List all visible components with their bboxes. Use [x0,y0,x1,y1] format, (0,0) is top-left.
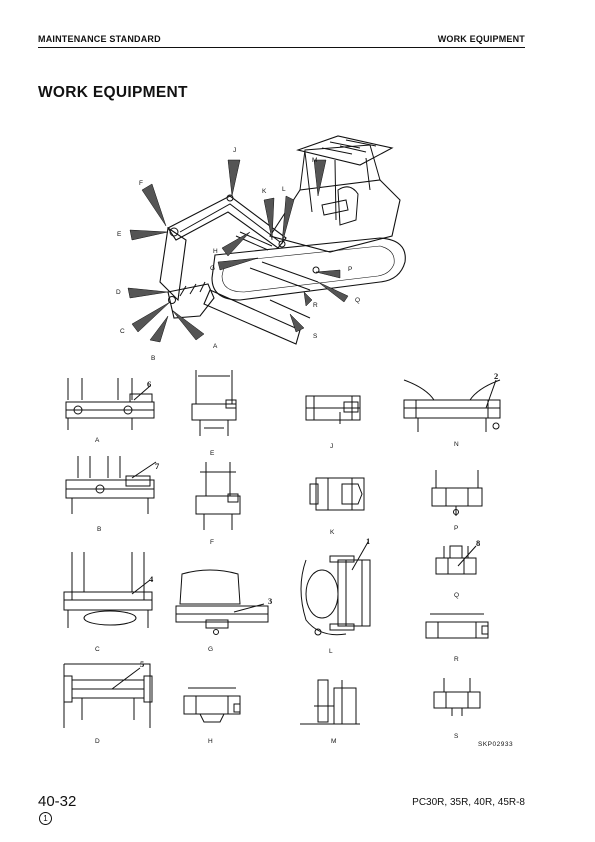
caption-f: F [210,539,214,546]
caption-h: H [208,738,213,745]
detail-drawing-m [300,679,360,725]
overview-label-p: P [348,266,352,273]
detail-drawing-c [63,552,153,628]
callout-5: 5 [140,659,144,669]
caption-r: R [454,656,459,663]
overview-label-q: Q [355,297,360,304]
callout-1: 1 [366,536,370,546]
overview-label-d: D [116,289,121,296]
overview-label-s: S [313,333,318,340]
callout-3: 3 [268,596,272,606]
figure-code: SKP02933 [478,741,514,748]
caption-d: D [95,738,100,745]
overview-label-m: M [312,157,317,164]
detail-drawing-a [65,378,155,430]
caption-s: S [454,733,459,740]
detail-captions: A E J N B F K P C G L Q R D H M S [95,437,459,745]
caption-b: B [97,526,101,533]
caption-l: L [329,648,333,655]
overview-label-c: C [120,328,125,335]
overview-label-h: H [213,248,218,255]
detail-drawing-e [191,370,237,436]
caption-m: M [331,738,336,745]
overview-label-r: R [313,302,318,309]
callout-8: 8 [476,538,480,548]
caption-g: G [208,646,213,653]
detail-drawing-r [425,613,489,639]
detail-drawing-p [431,470,483,516]
detail-drawing-h [183,687,241,723]
detail-drawing-f [195,462,241,530]
overview-label-j: J [233,147,236,154]
caption-q: Q [454,592,459,599]
revision-mark: 1 [39,812,52,825]
page-header: MAINTENANCE STANDARD WORK EQUIPMENT [38,31,525,48]
overview-label-l: L [282,186,286,193]
detail-drawing-d [63,663,153,728]
overview-label-k: K [262,188,267,195]
section-title: MAINTENANCE STANDARD [38,34,161,44]
caption-e: E [210,450,215,457]
detail-drawing-k [309,477,365,511]
detail-drawing-b [65,456,157,514]
callout-numbers: 1 2 3 4 5 6 7 8 [140,371,498,669]
overview-label-a: A [213,343,218,350]
callout-6: 6 [147,379,151,389]
overview-label-g: G [210,265,215,272]
page-title: WORK EQUIPMENT [38,84,188,101]
caption-j: J [330,443,333,450]
overview-label-b: B [151,355,155,362]
detail-drawing-j [305,395,361,424]
detail-drawing-q [435,545,477,575]
detail-drawing-n [403,379,501,432]
caption-n: N [454,441,459,448]
overview-label-e: E [117,231,122,238]
detail-drawing-s [433,678,481,716]
detail-drawing-l [300,541,371,636]
callout-4: 4 [149,574,154,584]
callout-7: 7 [155,461,160,471]
chapter-title: WORK EQUIPMENT [437,34,525,44]
caption-a: A [95,437,100,444]
model-designation: PC30R, 35R, 40R, 45R-8 [412,797,525,808]
caption-p: P [454,525,458,532]
overview-pointer-cones [127,159,349,343]
overview-labels: J F M K L E H G P D Q R C S A B [116,147,360,362]
callout-2: 2 [494,371,498,381]
page-number: 40-32 [38,793,77,810]
caption-c: C [95,646,100,653]
excavator-overview-drawing [159,135,406,345]
overview-label-f: F [139,180,143,187]
caption-k: K [330,529,335,536]
detail-drawing-g [175,569,269,635]
